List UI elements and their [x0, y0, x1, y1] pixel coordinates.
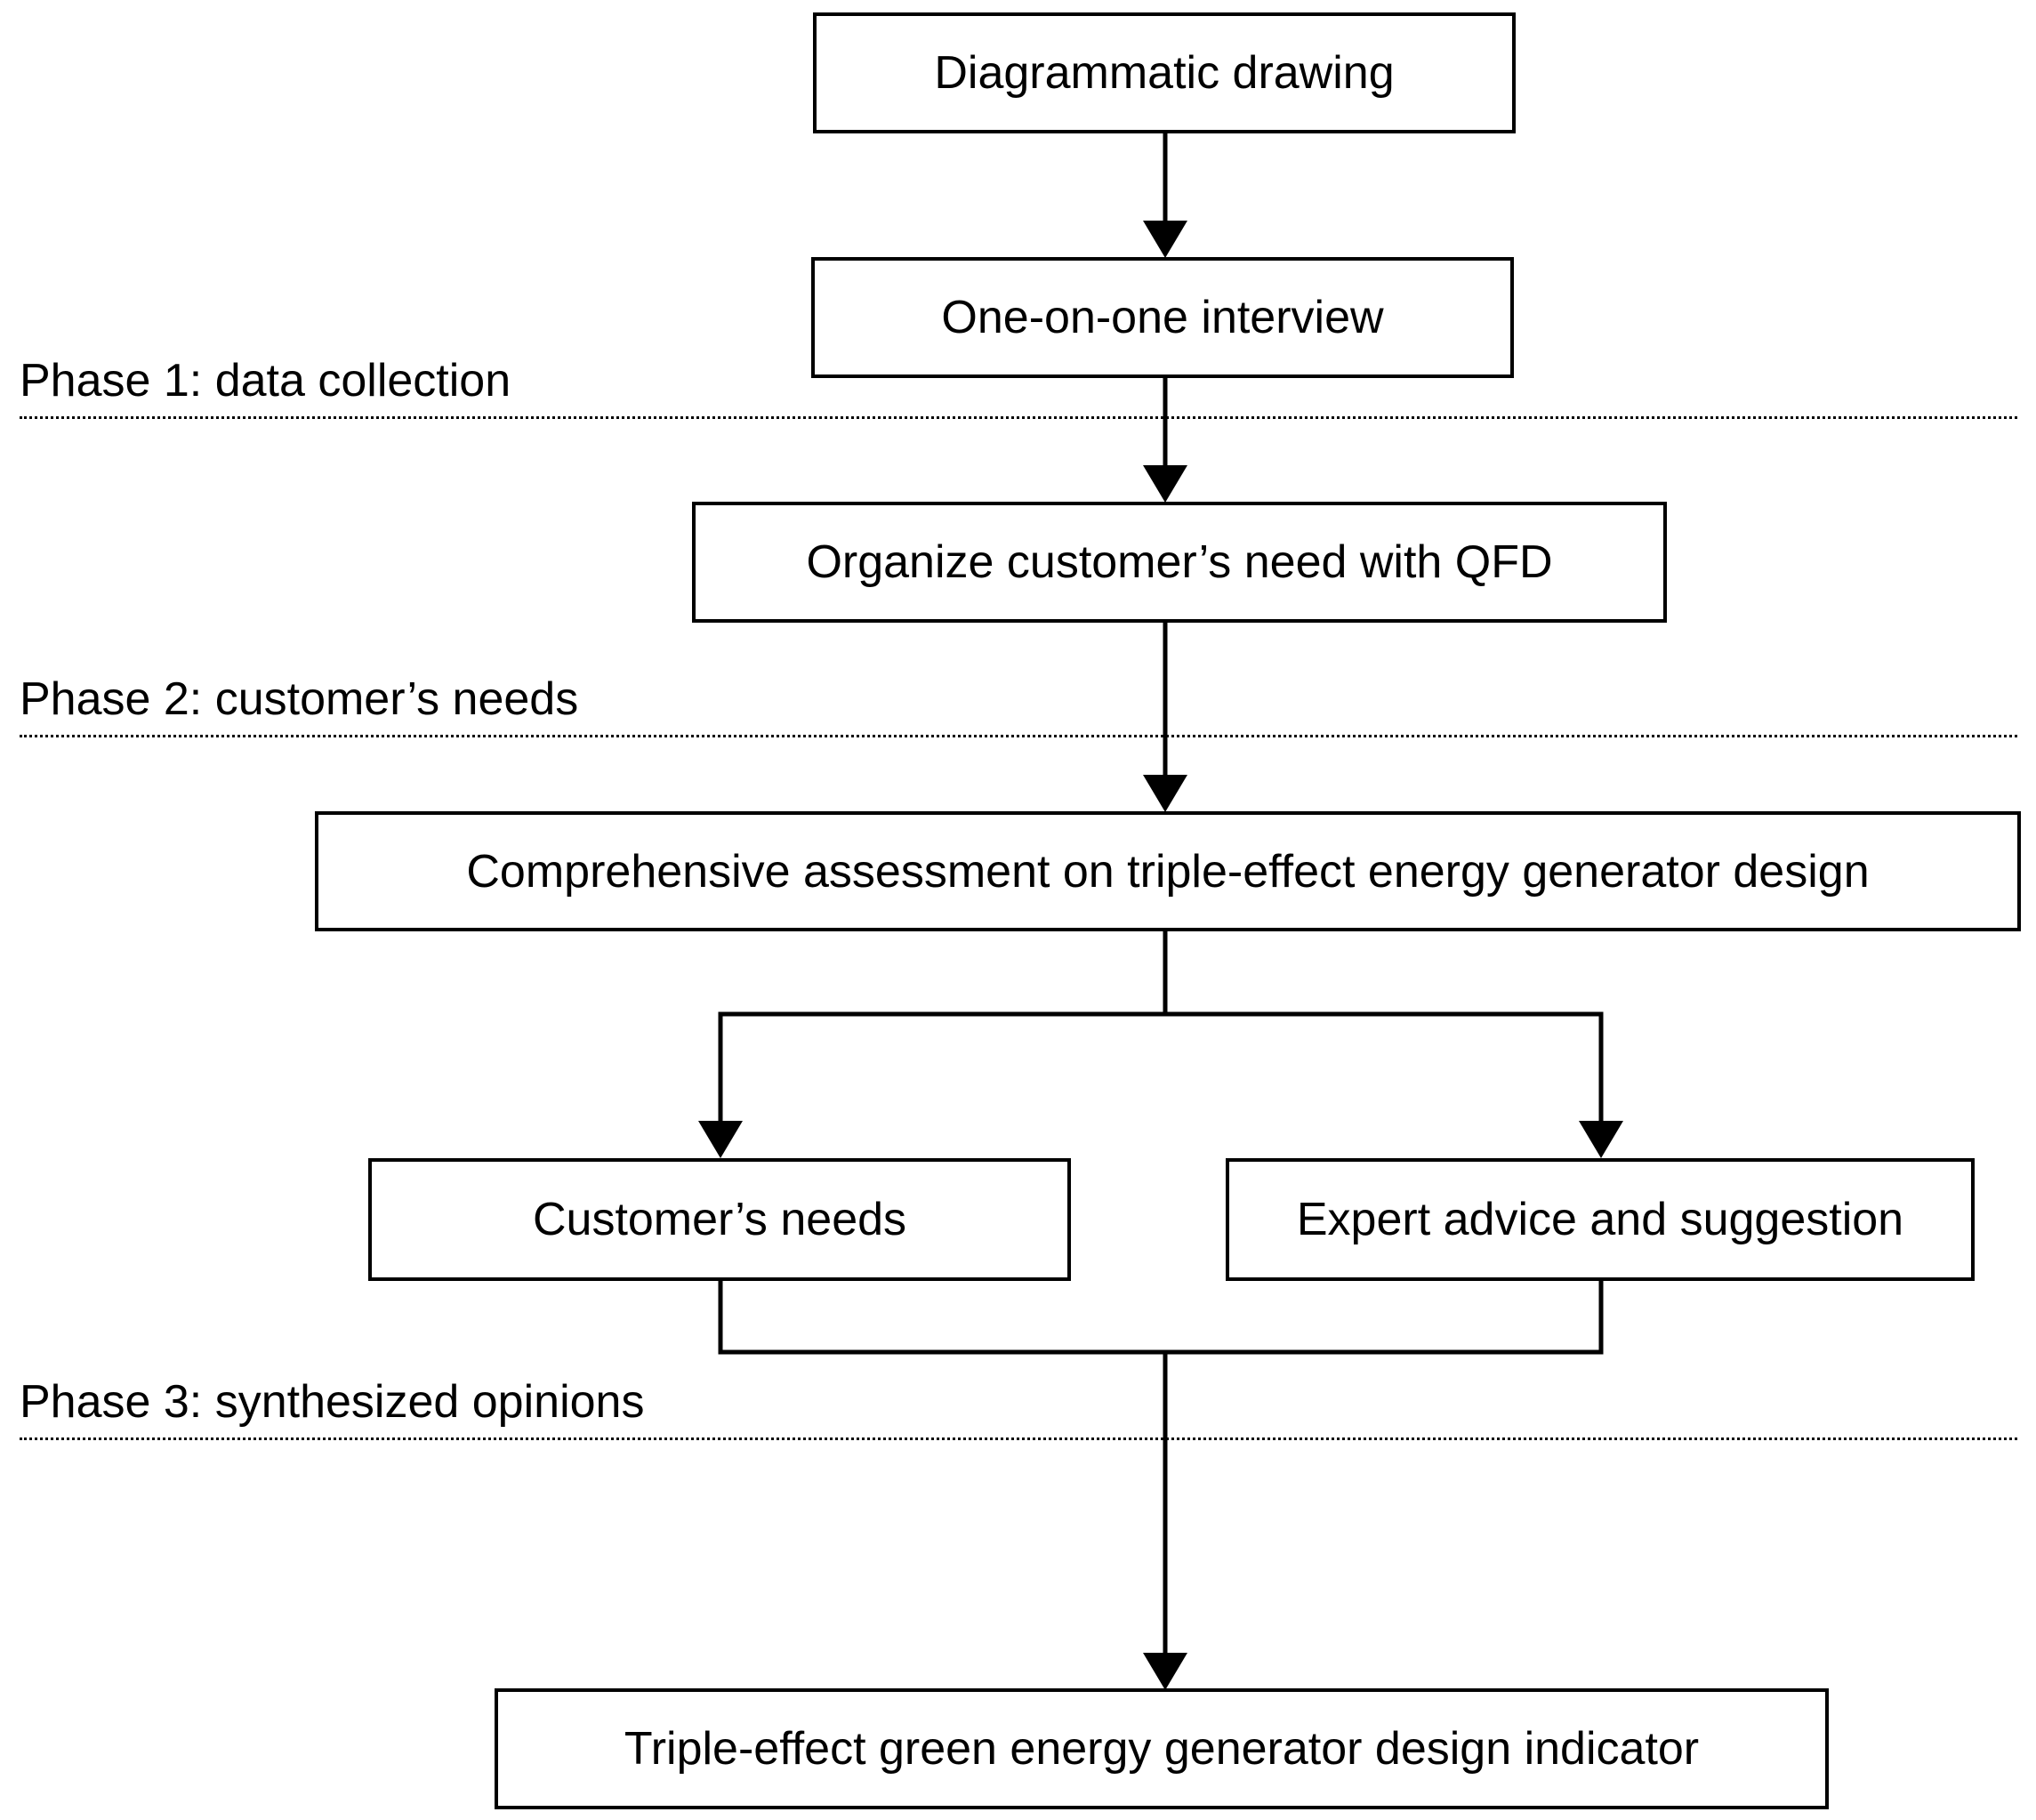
arrowhead-to-expert-advice	[1579, 1121, 1623, 1158]
phase-3-label: Phase 3: synthesized opinions	[20, 1376, 645, 1428]
arrowhead-to-indicator	[1143, 1653, 1187, 1690]
phase-3-divider	[20, 1437, 2017, 1440]
box-design-indicator: Triple-effect green energy generator des…	[495, 1688, 1829, 1809]
arrowhead-to-customer-needs	[698, 1121, 743, 1158]
arrowhead-to-assessment	[1143, 775, 1187, 812]
box-comprehensive-assessment-label: Comprehensive assessment on triple-effec…	[466, 845, 1870, 898]
box-design-indicator-label: Triple-effect green energy generator des…	[624, 1723, 1700, 1775]
box-diagrammatic-drawing: Diagrammatic drawing	[813, 12, 1516, 133]
phase-1-label: Phase 1: data collection	[20, 355, 511, 407]
box-organize-needs-qfd-label: Organize customer’s need with QFD	[806, 536, 1553, 588]
connector-merge	[718, 1281, 1604, 1355]
box-customer-needs-label: Customer’s needs	[532, 1194, 907, 1245]
phase-1-divider	[20, 416, 2017, 419]
box-customer-needs: Customer’s needs	[368, 1158, 1071, 1281]
box-expert-advice: Expert advice and suggestion	[1226, 1158, 1975, 1281]
connector-assessment-split-right	[1165, 1011, 1604, 1123]
connector-assessment-split	[718, 931, 1168, 1123]
box-one-on-one-interview-label: One-on-one interview	[941, 292, 1384, 343]
box-comprehensive-assessment: Comprehensive assessment on triple-effec…	[315, 811, 2021, 931]
box-expert-advice-label: Expert advice and suggestion	[1296, 1194, 1904, 1245]
phase-2-divider	[20, 735, 2017, 737]
box-one-on-one-interview: One-on-one interview	[811, 257, 1514, 378]
box-organize-needs-qfd: Organize customer’s need with QFD	[692, 502, 1667, 623]
phase-2-label: Phase 2: customer’s needs	[20, 673, 579, 725]
box-diagrammatic-drawing-label: Diagrammatic drawing	[934, 47, 1395, 99]
arrowhead-to-organize	[1143, 465, 1187, 503]
arrowhead-to-interview	[1143, 221, 1187, 258]
